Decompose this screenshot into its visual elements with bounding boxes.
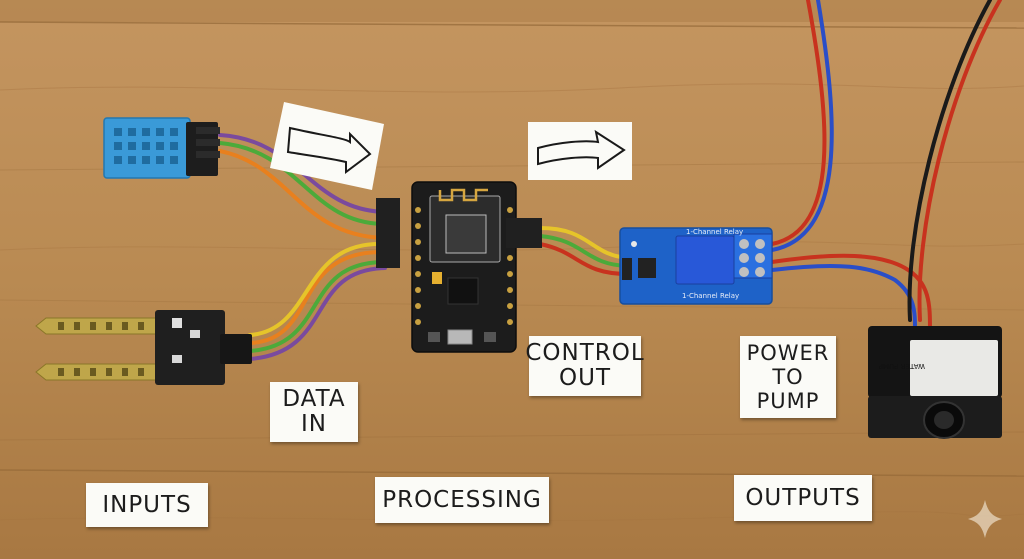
- relay-title: 1-Channel Relay: [686, 228, 743, 236]
- control-wires: [538, 226, 630, 276]
- right-arrow-icon: [286, 126, 372, 174]
- power-to-pump-label: POWER TO PUMP: [740, 336, 836, 418]
- inputs-label: INPUTS: [86, 483, 208, 527]
- control-out-line-2: OUT: [559, 365, 611, 391]
- processing-label: PROCESSING: [375, 477, 549, 523]
- water-pump: WATER PUMP: [868, 326, 1002, 439]
- relay-bottom-text: 1-Channel Relay: [682, 292, 739, 300]
- power-to-pump-line-2: TO: [772, 365, 804, 389]
- power-to-pump-line-3: PUMP: [756, 389, 820, 413]
- control-out-line-1: CONTROL: [525, 340, 645, 366]
- data-in-line-1: DATA: [282, 386, 346, 412]
- arrow-card-left: [270, 102, 384, 190]
- outputs-label: OUTPUTS: [734, 475, 872, 521]
- right-arrow-icon: [537, 129, 626, 170]
- dht-sensor: [103, 117, 220, 179]
- sparkle-icon: [968, 500, 1002, 538]
- control-out-label: CONTROL OUT: [525, 336, 644, 396]
- power-to-pump-line-1: POWER: [746, 341, 830, 365]
- relay-module: 1-Channel Relay 1-Channel Relay: [619, 227, 773, 305]
- outputs-text: OUTPUTS: [745, 484, 861, 511]
- processing-text: PROCESSING: [382, 486, 542, 513]
- inputs-text: INPUTS: [102, 491, 192, 518]
- nodemcu-board: [376, 181, 542, 353]
- soil-moisture-sensor: [35, 310, 252, 385]
- data-in-label: DATA IN: [270, 382, 358, 442]
- power-wires: [770, 0, 1002, 332]
- pump-title: WATER PUMP: [879, 362, 925, 370]
- data-in-line-2: IN: [300, 411, 327, 437]
- arrow-card-right: [528, 122, 632, 180]
